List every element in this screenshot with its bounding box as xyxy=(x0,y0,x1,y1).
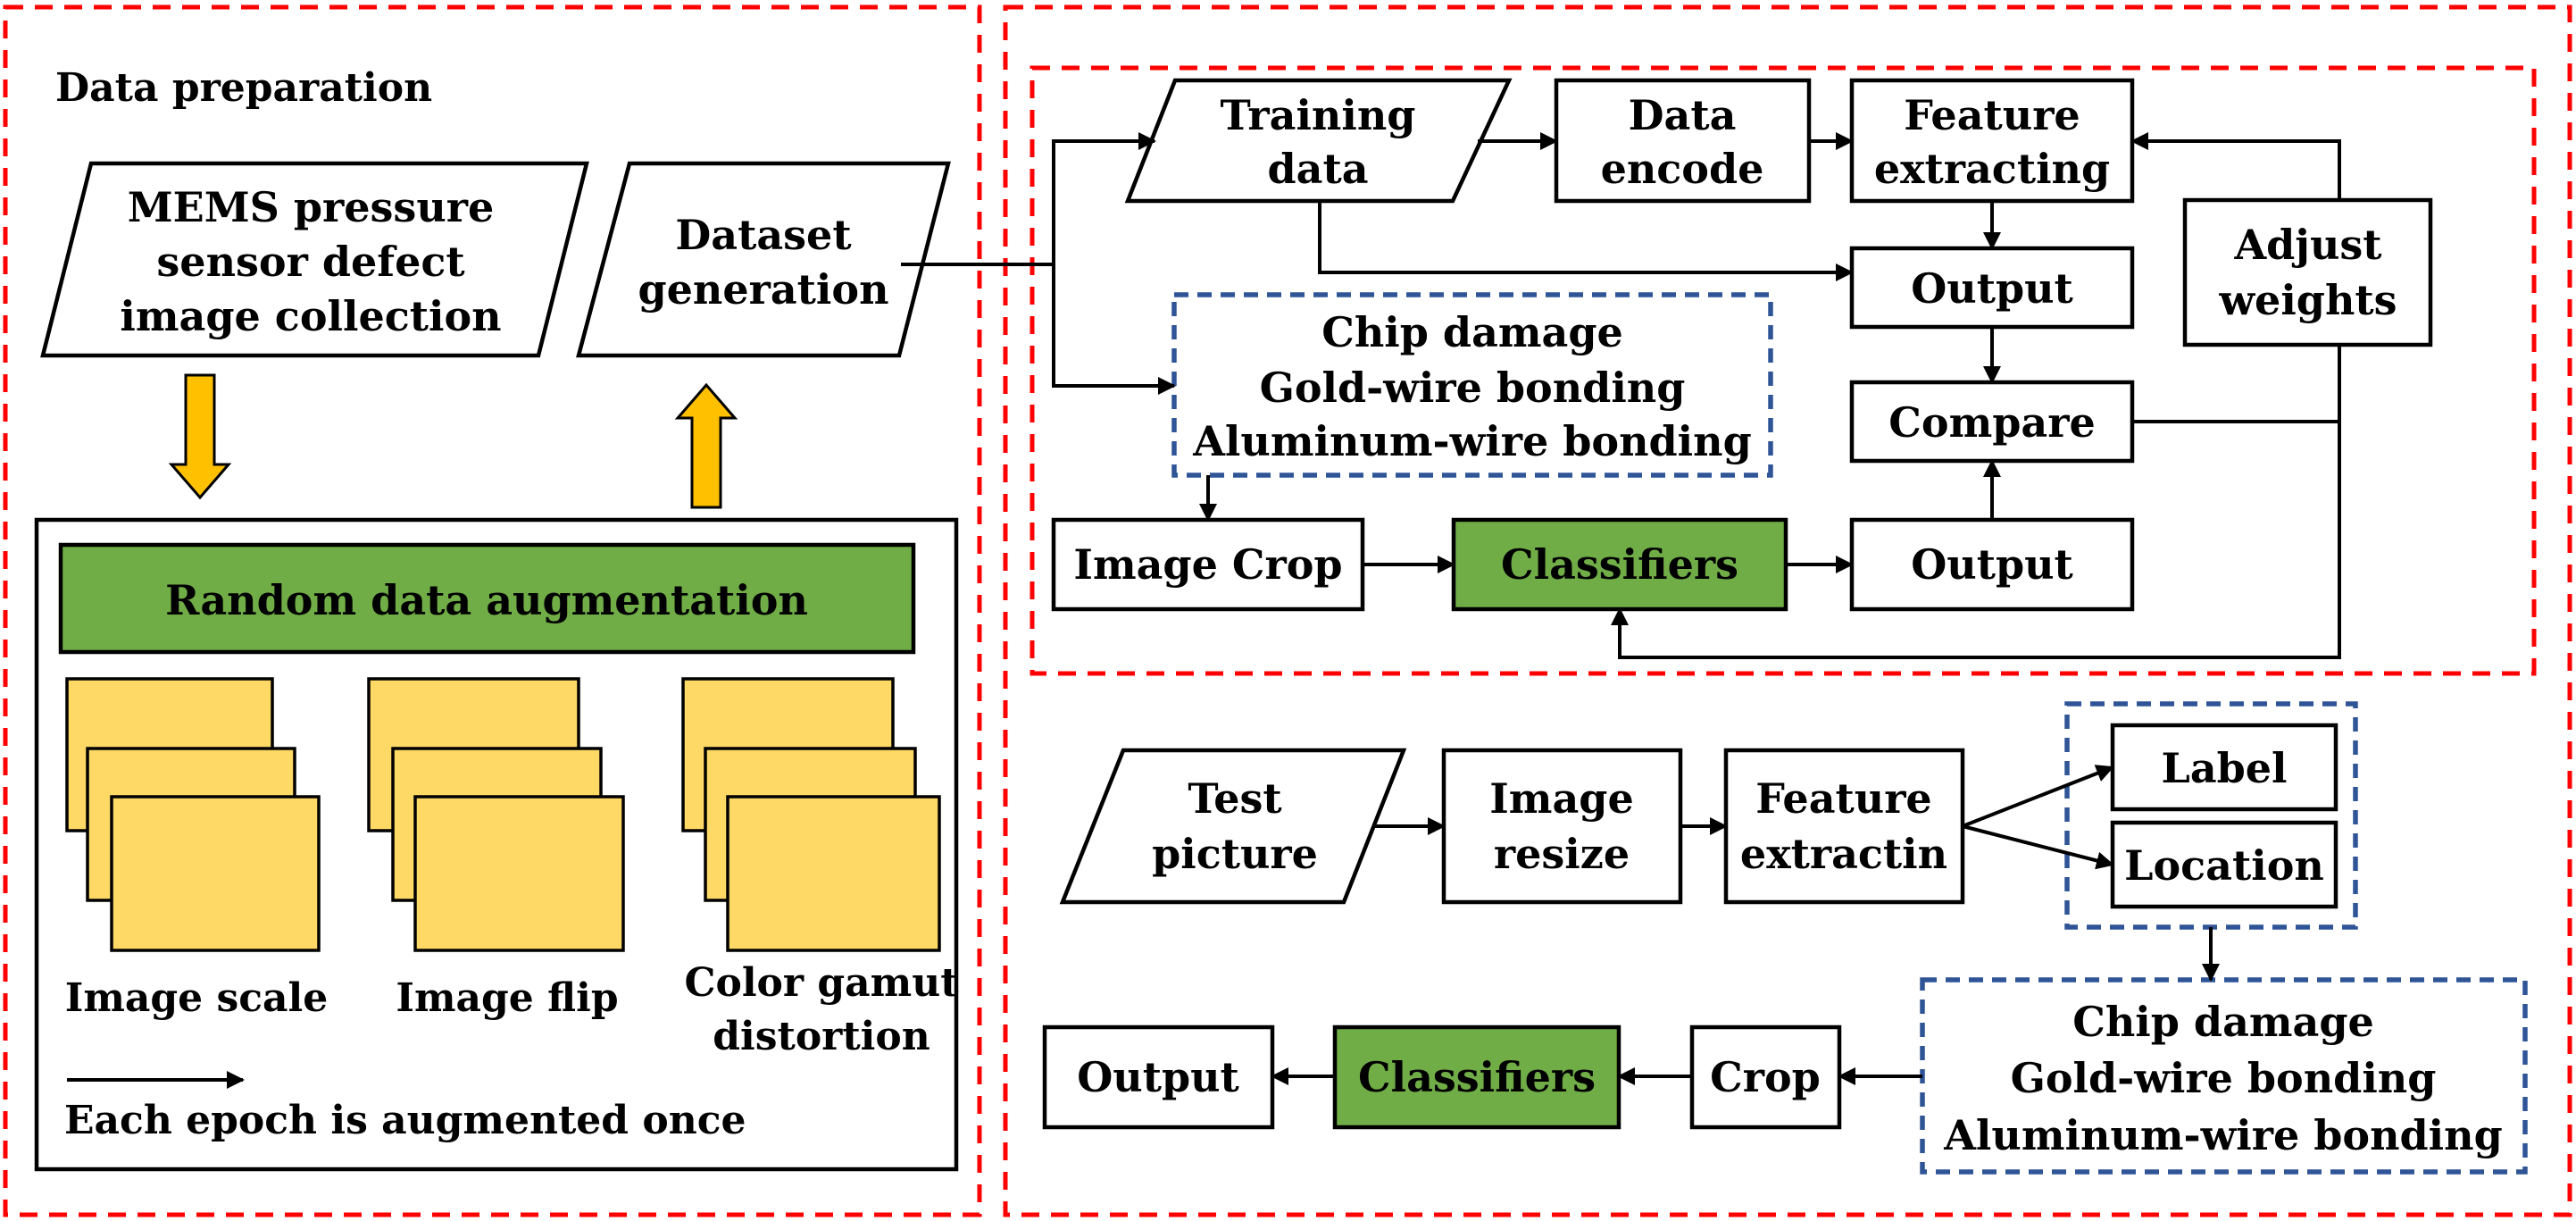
data-encode-line-1: Data xyxy=(1629,91,1737,139)
training-data-line-1: Training xyxy=(1221,91,1416,139)
image-crop-label: Image Crop xyxy=(1073,540,1342,589)
random-augmentation-bar: Random data augmentation xyxy=(58,542,916,655)
training-data-node: Training data xyxy=(1124,78,1513,204)
training-class-chip-damage: Chip damage xyxy=(1321,308,1623,356)
location-node: Location xyxy=(2110,820,2338,909)
data-preparation-section xyxy=(3,4,982,1217)
output-top-label: Output xyxy=(1911,264,2073,313)
training-defect-classes-group: Chip damage Gold-wire bonding Aluminum-w… xyxy=(1171,292,1773,478)
testing-class-aluminum-wire: Aluminum-wire bonding xyxy=(1943,1111,2503,1159)
image-collection-line-1: MEMS pressure xyxy=(128,183,495,231)
data-preparation-title: Data preparation xyxy=(55,65,432,111)
testing-classifiers-node: Classifiers xyxy=(1332,1024,1621,1130)
training-section xyxy=(1030,65,2537,676)
data-encode-line-2: encode xyxy=(1601,145,1764,193)
adjust-weights-line-1: Adjust xyxy=(2233,221,2382,269)
test-picture-line-1: Test xyxy=(1188,774,1282,823)
dataset-generation-line-1: Dataset xyxy=(675,211,852,259)
crop-label: Crop xyxy=(1710,1053,1821,1101)
output-bottom-label: Output xyxy=(1911,540,2073,589)
image-collection-node: MEMS pressure sensor defect image collec… xyxy=(40,161,589,358)
epoch-note: Each epoch is augmented once xyxy=(64,1098,746,1143)
feature-extractin-node: Feature extractin xyxy=(1723,748,1965,905)
dataset-generation-line-2: generation xyxy=(638,265,888,314)
output-bottom-node: Output xyxy=(1849,517,2135,612)
adjust-weights-line-2: weights xyxy=(2218,276,2397,324)
location-label: Location xyxy=(2124,841,2324,890)
training-classifiers-label: Classifiers xyxy=(1501,540,1738,589)
testing-defect-classes-group: Chip damage Gold-wire bonding Aluminum-w… xyxy=(1920,977,2528,1175)
color-gamut-label-line-1: Color gamut xyxy=(684,960,959,1006)
image-scale-label: Image scale xyxy=(65,975,329,1021)
testing-class-gold-wire: Gold-wire bonding xyxy=(2011,1054,2437,1102)
training-data-line-2: data xyxy=(1267,145,1368,193)
image-resize-node: Image resize xyxy=(1441,748,1683,905)
feature-extracting-line-2: extracting xyxy=(1874,145,2110,193)
up-transfer-arrow xyxy=(674,382,738,509)
test-picture-line-2: picture xyxy=(1152,830,1318,878)
label-node: Label xyxy=(2110,723,2338,812)
image-collection-line-3: image collection xyxy=(120,292,501,340)
image-scale-cards xyxy=(65,677,321,952)
feature-extracting-node: Feature extracting xyxy=(1849,78,2135,204)
testing-connectors xyxy=(1271,765,2220,1085)
testing-output-label: Output xyxy=(1077,1053,1239,1101)
feature-extractin-line-2: extractin xyxy=(1740,830,1947,878)
output-top-node: Output xyxy=(1849,246,2135,330)
color-gamut-cards xyxy=(681,677,941,952)
training-class-aluminum-wire: Aluminum-wire bonding xyxy=(1192,417,1752,465)
image-collection-line-2: sensor defect xyxy=(156,238,465,286)
crop-node: Crop xyxy=(1689,1024,1842,1130)
compare-node: Compare xyxy=(1849,380,2135,464)
color-gamut-label-line-2: distortion xyxy=(713,1014,930,1059)
down-transfer-arrow xyxy=(168,373,232,500)
testing-class-chip-damage: Chip damage xyxy=(2072,998,2374,1046)
dataset-generation-node: Dataset generation xyxy=(576,161,951,358)
label-label: Label xyxy=(2161,744,2287,792)
augmentation-title: Random data augmentation xyxy=(165,576,808,624)
image-resize-line-2: resize xyxy=(1494,830,1630,878)
compare-label: Compare xyxy=(1888,398,2095,447)
model-section xyxy=(1003,4,2572,1217)
data-encode-node: Data encode xyxy=(1554,78,1812,204)
image-resize-line-1: Image xyxy=(1489,774,1633,823)
feature-extracting-line-1: Feature xyxy=(1904,91,2080,139)
image-flip-label: Image flip xyxy=(396,975,618,1021)
testing-output-node: Output xyxy=(1042,1024,1275,1130)
testing-classifiers-label: Classifiers xyxy=(1358,1053,1596,1101)
feature-extractin-line-1: Feature xyxy=(1755,774,1931,823)
test-picture-node: Test picture xyxy=(1059,748,1407,905)
training-classifiers-node: Classifiers xyxy=(1451,517,1788,612)
image-flip-cards xyxy=(367,677,625,952)
adjust-weights-node: Adjust weights xyxy=(2182,197,2433,347)
image-crop-node: Image Crop xyxy=(1051,517,1365,612)
training-connectors xyxy=(901,132,2341,659)
training-class-gold-wire: Gold-wire bonding xyxy=(1260,364,1686,412)
